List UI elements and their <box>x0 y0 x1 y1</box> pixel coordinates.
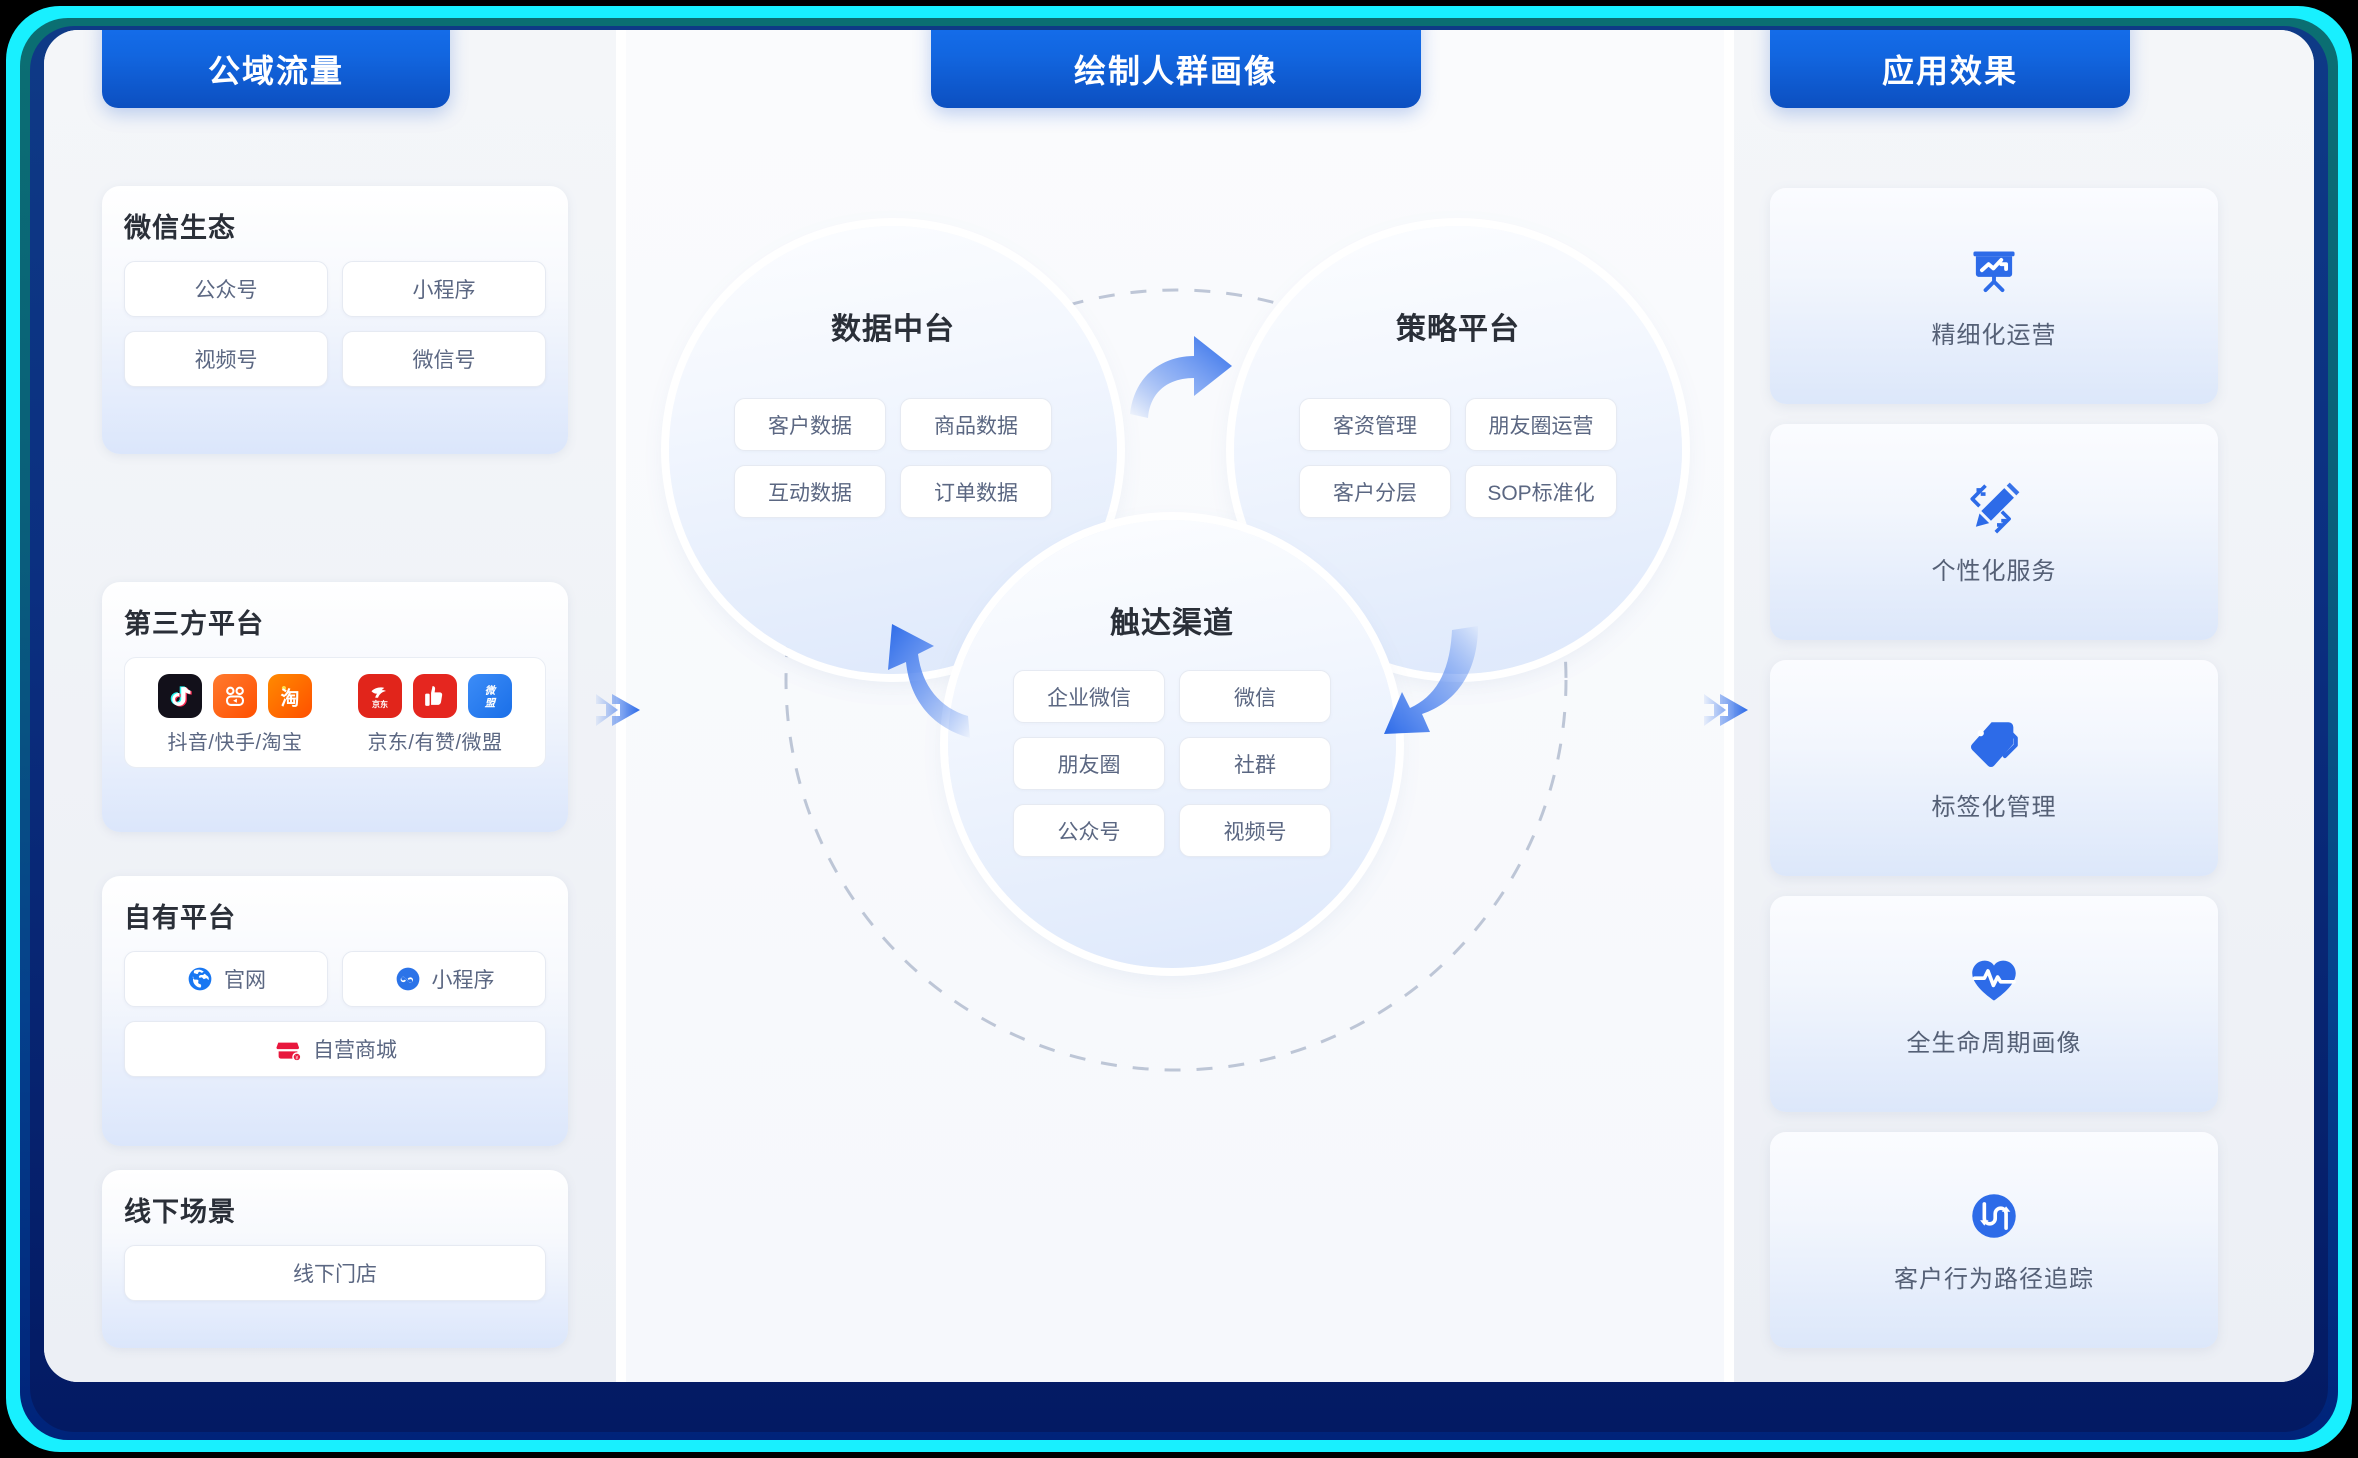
circle-reach-channels: 触达渠道 企业微信 微信 朋友圈 社群 公众号 视频号 <box>948 520 1396 968</box>
chip-wechat-id[interactable]: 微信号 <box>342 331 546 387</box>
brand-group-label: 京东/有赞/微盟 <box>367 732 503 754</box>
dashed-flow-path <box>784 288 1568 1072</box>
svg-text:¥: ¥ <box>295 1055 299 1061</box>
group-title: 第三方平台 <box>124 609 264 639</box>
chip-sop-standardization[interactable]: SOP标准化 <box>1465 465 1617 518</box>
svg-text:盟: 盟 <box>485 697 497 709</box>
strategy-to-reach-arrow <box>1384 626 1478 734</box>
heart-pulse-icon <box>1965 951 2023 1009</box>
chip-moments[interactable]: 朋友圈 <box>1013 737 1165 790</box>
circle-strategy-platform: 策略平台 客资管理 朋友圈运营 客户分层 SOP标准化 <box>1234 226 1682 674</box>
effect-card-personalized-service[interactable]: 个性化服务 <box>1770 424 2218 640</box>
effect-label: 客户行为路径追踪 <box>1894 1265 2094 1293</box>
chip-grid: 官网 小程序 <box>124 951 546 1077</box>
douyin-icon <box>158 674 202 718</box>
circle-chip-grid: 客资管理 朋友圈运营 客户分层 SOP标准化 <box>1293 398 1623 518</box>
effect-label: 个性化服务 <box>1931 557 2057 585</box>
circle-title: 触达渠道 <box>1110 607 1234 640</box>
chip-official-website[interactable]: 官网 <box>124 951 328 1007</box>
circle-chip-grid: 客户数据 商品数据 互动数据 订单数据 <box>728 398 1058 518</box>
chip-label: 官网 <box>224 969 266 992</box>
brand-panel: 淘 抖音/快手/淘宝 京东 <box>124 657 546 768</box>
miniprogram-icon <box>394 965 422 993</box>
effect-card-refined-operation[interactable]: 精细化运营 <box>1770 188 2218 404</box>
chip-product-data[interactable]: 商品数据 <box>900 398 1052 451</box>
application-effect-column: 应用效果 精细化运营 <box>1714 30 2304 1382</box>
chip-community[interactable]: 社群 <box>1179 737 1331 790</box>
pen-ruler-icon <box>1965 479 2023 537</box>
path-tracking-icon <box>1965 1187 2023 1245</box>
chip-lead-management[interactable]: 客资管理 <box>1299 398 1451 451</box>
chip-official-account[interactable]: 公众号 <box>124 261 328 317</box>
circle-chip-grid: 企业微信 微信 朋友圈 社群 公众号 视频号 <box>1007 670 1337 857</box>
chip-grid: 线下门店 <box>124 1245 546 1301</box>
circle-title: 数据中台 <box>831 313 955 346</box>
chip-offline-store[interactable]: 线下门店 <box>124 1245 546 1301</box>
effect-card-behavior-path-tracking[interactable]: 客户行为路径追踪 <box>1770 1132 2218 1348</box>
shop-icon: ¥ <box>273 1034 303 1064</box>
chip-wechat[interactable]: 微信 <box>1179 670 1331 723</box>
effect-card-tag-management[interactable]: 标签化管理 <box>1770 660 2218 876</box>
youzan-icon <box>413 674 457 718</box>
chip-moments-operation[interactable]: 朋友圈运营 <box>1465 398 1617 451</box>
chip-label: 小程序 <box>431 969 495 992</box>
group-title: 自有平台 <box>124 903 236 933</box>
chip-official-account-reach[interactable]: 公众号 <box>1013 804 1165 857</box>
reach-to-data-arrow <box>888 624 970 738</box>
public-traffic-column: 公域流量 微信生态 公众号 小程序 视频号 微信号 第三方平台 <box>54 30 616 1382</box>
chip-self-operated-mall[interactable]: ¥ 自营商城 <box>124 1021 546 1077</box>
brand-icons: 京东 微 <box>358 674 512 718</box>
effect-card-lifecycle-profile[interactable]: 全生命周期画像 <box>1770 896 2218 1112</box>
group-title: 线下场景 <box>124 1197 236 1227</box>
brand-group-douyin-kuaishou-taobao[interactable]: 淘 抖音/快手/淘宝 <box>158 674 312 755</box>
chip-channels[interactable]: 视频号 <box>124 331 328 387</box>
chip-customer-tiering[interactable]: 客户分层 <box>1299 465 1451 518</box>
chip-channels-reach[interactable]: 视频号 <box>1179 804 1331 857</box>
diagram-stage: 公域流量 微信生态 公众号 小程序 视频号 微信号 第三方平台 <box>44 30 2314 1382</box>
chip-order-data[interactable]: 订单数据 <box>900 465 1052 518</box>
chip-interaction-data[interactable]: 互动数据 <box>734 465 886 518</box>
effect-label: 精细化运营 <box>1931 321 2057 349</box>
svg-text:京东: 京东 <box>372 699 388 709</box>
effect-label: 全生命周期画像 <box>1906 1029 2082 1057</box>
group-card-offline-scene: 线下场景 线下门店 <box>102 1170 568 1348</box>
taobao-icon: 淘 <box>268 674 312 718</box>
brand-group-jd-youzan-weimob[interactable]: 京东 微 <box>358 674 512 755</box>
group-card-wechat-ecosystem: 微信生态 公众号 小程序 视频号 微信号 <box>102 186 568 454</box>
group-title: 微信生态 <box>124 213 236 243</box>
data-to-strategy-arrow <box>1130 336 1232 418</box>
svg-text:微: 微 <box>485 685 497 697</box>
chip-work-wechat[interactable]: 企业微信 <box>1013 670 1165 723</box>
group-card-third-party: 第三方平台 <box>102 582 568 832</box>
column-header-persona-mapping: 绘制人群画像 <box>931 30 1421 108</box>
jd-icon: 京东 <box>358 674 402 718</box>
globe-icon <box>186 965 214 993</box>
persona-mapping-column: 绘制人群画像 数据中台 客户数据 商品数据 互动数据 订单数据 策略平台 客资 <box>626 30 1724 1382</box>
chip-label: 自营商城 <box>313 1039 397 1062</box>
kuaishou-icon <box>213 674 257 718</box>
center-to-right-arrow <box>1700 678 1764 747</box>
column-header-public-traffic: 公域流量 <box>102 30 450 108</box>
effect-label: 标签化管理 <box>1931 793 2057 821</box>
tags-icon <box>1965 715 2023 773</box>
weimob-icon: 微 盟 <box>468 674 512 718</box>
chip-grid: 公众号 小程序 视频号 微信号 <box>124 261 546 387</box>
chip-mini-program[interactable]: 小程序 <box>342 261 546 317</box>
presentation-chart-icon <box>1965 243 2023 301</box>
column-header-application-effect: 应用效果 <box>1770 30 2130 108</box>
circle-title: 策略平台 <box>1396 313 1520 346</box>
svg-text:淘: 淘 <box>281 686 300 709</box>
group-card-owned-platform: 自有平台 官网 <box>102 876 568 1146</box>
brand-icons: 淘 <box>158 674 312 718</box>
left-to-center-arrow <box>592 678 656 747</box>
chip-owned-mini-program[interactable]: 小程序 <box>342 951 546 1007</box>
brand-group-label: 抖音/快手/淘宝 <box>167 732 303 754</box>
chip-customer-data[interactable]: 客户数据 <box>734 398 886 451</box>
